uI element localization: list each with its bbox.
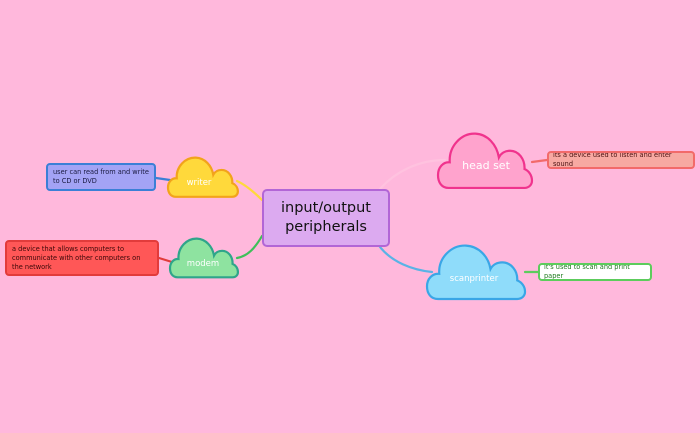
connector-modem-note: [157, 256, 174, 264]
note-scanprinter[interactable]: it's used to scan and print paper: [538, 263, 652, 281]
connector-central-modem: [235, 234, 264, 260]
note-modem[interactable]: a device that allows computers to commun…: [5, 240, 159, 276]
central-topic[interactable]: input/output peripherals: [262, 189, 390, 247]
note-head-set-text: its a device used to listen and enter so…: [553, 151, 672, 168]
cloud-head-set[interactable]: head set: [437, 132, 533, 189]
connector-writer-note: [154, 176, 172, 182]
cloud-head-set-label: head set: [462, 159, 510, 172]
note-modem-text: a device that allows computers to commun…: [12, 244, 141, 271]
cloud-writer-label: writer: [187, 178, 212, 188]
note-head-set[interactable]: its a device used to listen and enter so…: [547, 151, 695, 169]
note-scanprinter-text: it's used to scan and print paper: [544, 263, 630, 280]
note-writer[interactable]: user can read from and write to CD or DV…: [46, 163, 156, 191]
connector-central-headset: [378, 158, 447, 191]
connector-headset-note: [530, 158, 549, 164]
cloud-scanprinter[interactable]: scanprinter: [426, 244, 526, 300]
connector-central-scanprinter: [378, 245, 434, 274]
connector-central-writer: [235, 179, 264, 202]
cloud-modem[interactable]: modem: [169, 238, 239, 278]
central-topic-label: input/output peripherals: [280, 200, 371, 235]
note-writer-text: user can read from and write to CD or DV…: [53, 168, 149, 185]
cloud-writer[interactable]: writer: [167, 157, 239, 198]
cloud-modem-label: modem: [187, 259, 219, 269]
cloud-scanprinter-label: scanprinter: [450, 274, 499, 284]
